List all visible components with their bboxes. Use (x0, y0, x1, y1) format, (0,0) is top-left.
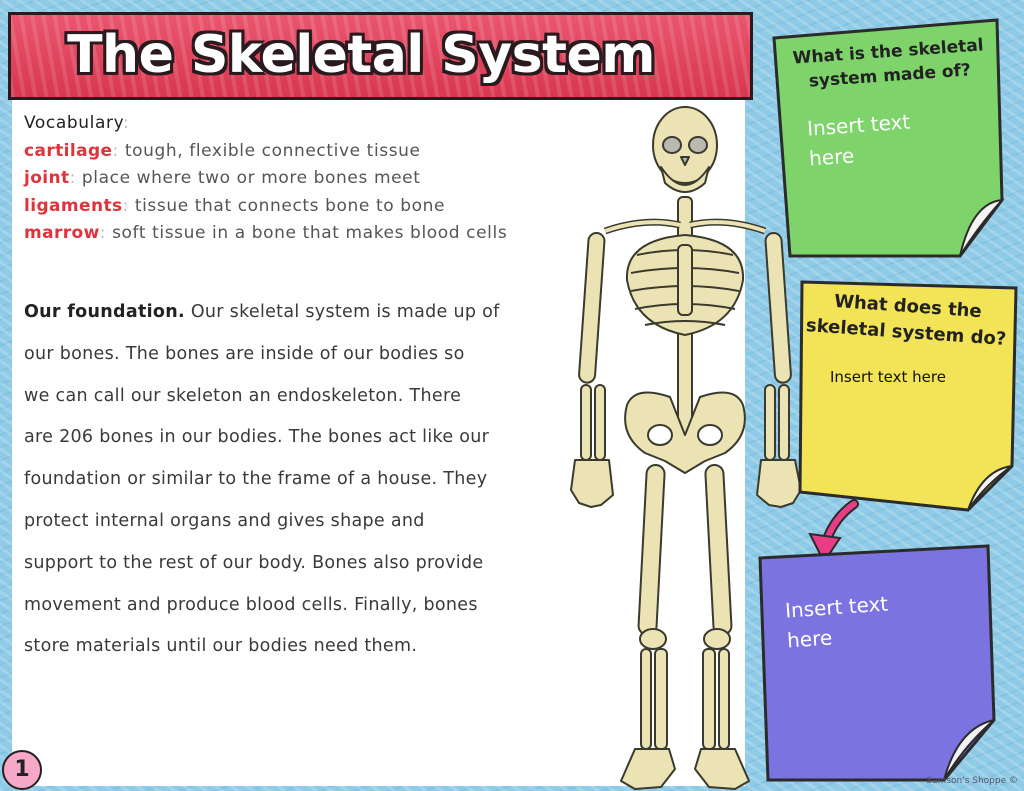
sticky-note-yellow: What does the skeletal system do? Insert… (796, 280, 1018, 512)
passage-line: we can call our skeleton an endoskeleton… (24, 385, 462, 406)
vocab-term: ligaments (24, 195, 123, 216)
vocabulary-heading: Vocabulary (24, 113, 123, 133)
passage-line: store materials until our bodies need th… (24, 636, 418, 657)
credit-text: Samson's Shoppe © (926, 776, 1018, 786)
vocab-item: marrow: soft tissue in a bone that makes… (24, 223, 508, 243)
arrow-icon (808, 499, 859, 564)
purple-note-insert-text[interactable]: Insert text here (784, 591, 889, 653)
page-title: The Skeletal System (67, 25, 655, 85)
passage-line: are 206 bones in our bodies. The bones a… (24, 427, 490, 448)
vocab-item: cartilage: tough, flexible connective ti… (24, 140, 421, 161)
skeleton-image (570, 106, 802, 790)
green-note-shape (772, 18, 1005, 258)
passage-lead: Our foundation. (24, 302, 185, 322)
vocab-term: joint (24, 168, 70, 188)
vocabulary-section: Vocabulary: cartilage: tough, flexible c… (24, 110, 584, 248)
passage-line: foundation or similar to the frame of a … (24, 469, 488, 490)
green-note-insert-text[interactable]: Insert text here (806, 109, 911, 171)
passage-line: Our skeletal system is made up of (190, 302, 500, 322)
passage-line: support to the rest of our body. Bones a… (24, 552, 484, 573)
title-banner: The Skeletal System (8, 12, 753, 100)
yellow-note-shape (798, 280, 1018, 512)
passage-line: protect internal organs and gives shape … (24, 510, 425, 531)
vocab-term: marrow (24, 223, 100, 243)
vocab-term: cartilage (24, 140, 113, 161)
yellow-note-insert-text[interactable]: Insert text here (830, 368, 946, 386)
vocab-definition: place where two or more bones meet (81, 168, 421, 188)
passage-line: movement and produce blood cells. Finall… (24, 594, 478, 615)
vocab-definition: tough, flexible connective tissue (124, 140, 421, 161)
vocab-definition: tissue that connects bone to bone (134, 195, 446, 216)
vocab-item: joint: place where two or more bones mee… (24, 168, 421, 188)
vocab-item: ligaments: tissue that connects bone to … (24, 195, 446, 216)
passage: Our foundation. Our skeletal system is m… (24, 292, 584, 668)
content-panel (12, 100, 745, 786)
passage-line: our bones. The bones are inside of our b… (24, 343, 465, 364)
sticky-note-green: What is the skeletal system made of? Ins… (772, 18, 1006, 258)
sticky-note-purple: Insert text here (758, 544, 998, 784)
page-number-badge: 1 (2, 750, 42, 790)
purple-note-shape (758, 544, 996, 782)
vocab-definition: soft tissue in a bone that makes blood c… (112, 223, 508, 243)
